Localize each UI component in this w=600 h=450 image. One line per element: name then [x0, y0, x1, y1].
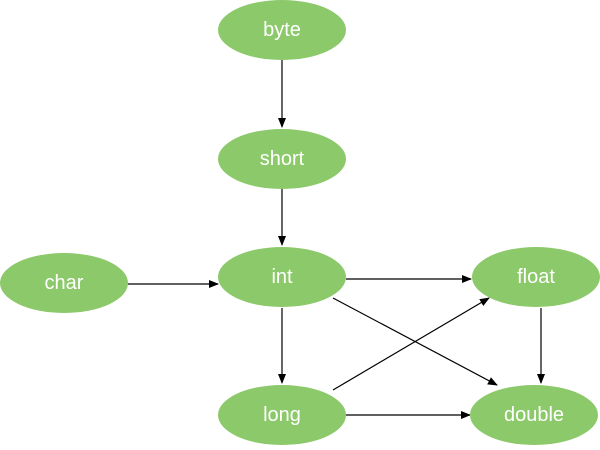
edge-long-to-float	[332, 297, 490, 391]
node-long-ellipse	[218, 385, 346, 445]
node-double-ellipse	[470, 385, 598, 445]
node-byte-label: byte	[263, 19, 301, 41]
node-byte-ellipse	[218, 0, 346, 60]
node-double: double	[470, 385, 598, 445]
node-int: int	[218, 247, 346, 307]
node-char: char	[0, 253, 128, 313]
node-char-ellipse	[0, 253, 128, 313]
node-long-label: long	[263, 404, 301, 426]
node-short-ellipse	[218, 129, 346, 189]
node-int-label: int	[271, 266, 293, 288]
node-byte: byte	[218, 0, 346, 60]
node-short: short	[218, 129, 346, 189]
node-short-label: short	[260, 148, 305, 170]
node-double-label: double	[504, 404, 564, 426]
node-float-ellipse	[472, 247, 600, 307]
node-char-label: char	[45, 272, 84, 294]
node-float-label: float	[517, 266, 555, 288]
node-float: float	[472, 247, 600, 307]
edges	[128, 60, 545, 419]
node-long: long	[218, 385, 346, 445]
node-int-ellipse	[218, 247, 346, 307]
